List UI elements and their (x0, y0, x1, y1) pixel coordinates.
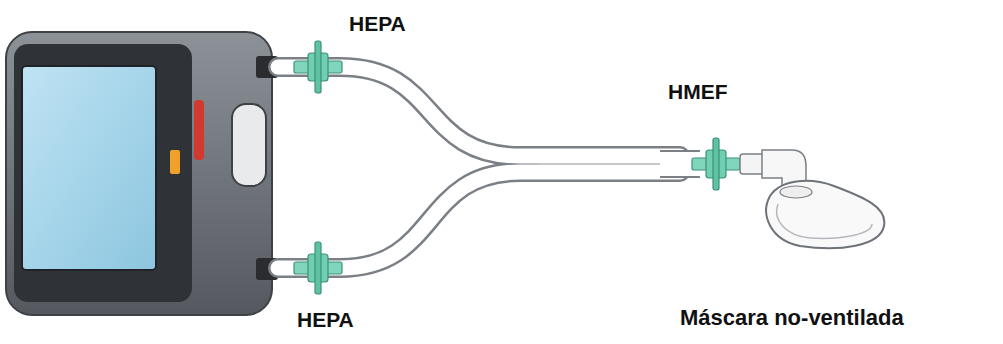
hmef-filter (692, 138, 740, 190)
hepa-filter (294, 41, 342, 93)
mask-label: Máscara no-ventilada (680, 306, 904, 330)
hepa-filter (294, 242, 342, 294)
filter-label: HEPA (297, 308, 354, 331)
ventilator (6, 32, 278, 315)
breathing-tubes (278, 67, 700, 268)
filter-label: HMEF (668, 80, 728, 103)
non-vented-mask (740, 150, 884, 248)
filter-label: HEPA (349, 12, 406, 35)
